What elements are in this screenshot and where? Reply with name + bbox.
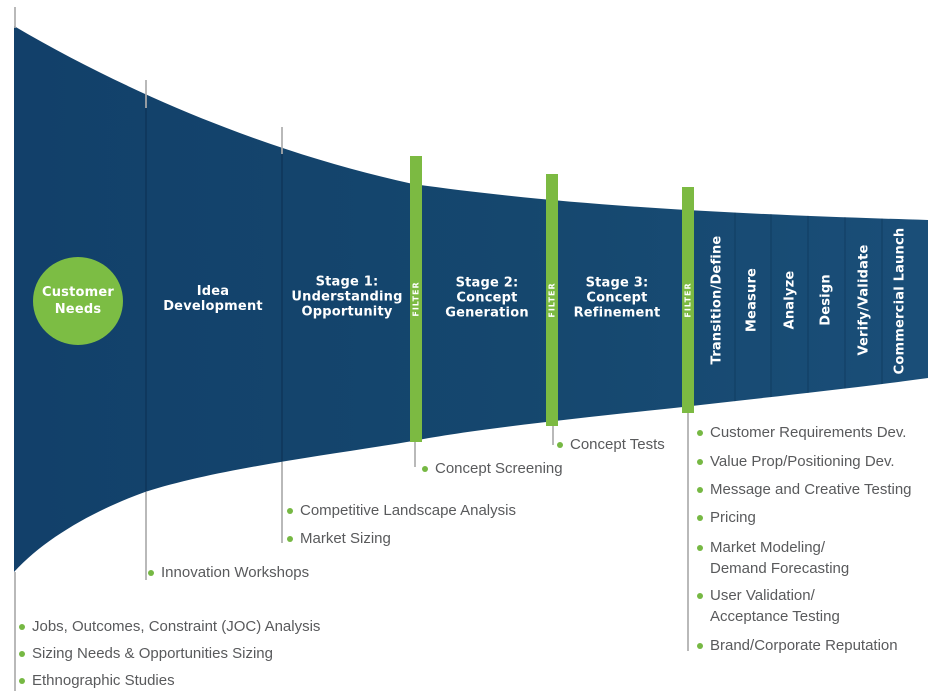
method-item-brand-corporate-reputation: Brand/Corporate Reputation bbox=[697, 635, 898, 656]
filter-bar-3: FILTER bbox=[682, 187, 694, 413]
divider-line-idea-top bbox=[145, 80, 147, 108]
stage-label-stage-3: Stage 3: Concept Refinement bbox=[573, 275, 661, 321]
phase-label-verify-validate: Verify/Validate bbox=[856, 244, 872, 356]
bullet-dot-icon bbox=[287, 536, 293, 542]
leader-line-stage3 bbox=[552, 426, 554, 445]
filter-bar-2: FILTER bbox=[546, 174, 558, 426]
bullet-dot-icon bbox=[422, 466, 428, 472]
method-item-value-prop-positioning-dev: Value Prop/Positioning Dev. bbox=[697, 451, 895, 472]
funnel-body bbox=[14, 26, 928, 572]
phase-label-transition-define: Transition/Define bbox=[709, 235, 725, 365]
filter-1-label: FILTER bbox=[411, 281, 421, 317]
method-item-market-modeling-demand-forecasting: Market Modeling/ Demand Forecasting bbox=[697, 537, 849, 579]
filter-3-label: FILTER bbox=[683, 282, 693, 318]
divider-line-stage1-top bbox=[281, 127, 283, 154]
method-item-concept-screening: Concept Screening bbox=[422, 458, 563, 479]
leader-line-stage1 bbox=[281, 462, 283, 543]
method-item-customer-requirements-dev: Customer Requirements Dev. bbox=[697, 422, 906, 443]
filter-bar-1: FILTER bbox=[410, 156, 422, 442]
bullet-dot-icon bbox=[19, 624, 25, 630]
bullet-dot-icon bbox=[19, 678, 25, 684]
bullet-dot-icon bbox=[287, 508, 293, 514]
bullet-dot-icon bbox=[697, 545, 703, 551]
method-item-innovation-workshops: Innovation Workshops bbox=[148, 562, 309, 583]
method-item-concept-tests: Concept Tests bbox=[557, 434, 665, 455]
phase-label-commercial-launch: Commercial Launch bbox=[892, 227, 908, 375]
phase-label-measure: Measure bbox=[744, 267, 760, 333]
leader-line-stage2 bbox=[414, 442, 416, 467]
bullet-dot-icon bbox=[557, 442, 563, 448]
bullet-dot-icon bbox=[697, 430, 703, 436]
stage-label-idea-development: Idea Development bbox=[163, 284, 263, 314]
bullet-dot-icon bbox=[697, 487, 703, 493]
divider-line-customer-needs-top bbox=[14, 7, 16, 28]
method-item-competitive-landscape-analysis: Competitive Landscape Analysis bbox=[287, 500, 516, 521]
customer-needs-label: Customer Needs bbox=[41, 285, 115, 317]
method-item-jobs-outcomes-constraint-analysis: Jobs, Outcomes, Constraint (JOC) Analysi… bbox=[19, 616, 320, 637]
bullet-dot-icon bbox=[148, 570, 154, 576]
method-item-pricing: Pricing bbox=[697, 507, 756, 528]
customer-needs-circle: Customer Needs bbox=[33, 257, 123, 345]
leader-line-customer-needs bbox=[14, 572, 16, 691]
segment-seams bbox=[145, 90, 883, 510]
bullet-dot-icon bbox=[697, 459, 703, 465]
bullet-dot-icon bbox=[697, 593, 703, 599]
method-item-message-and-creative-testing: Message and Creative Testing bbox=[697, 479, 912, 500]
method-item-market-sizing: Market Sizing bbox=[287, 528, 391, 549]
method-item-ethnographic-studies: Ethnographic Studies bbox=[19, 670, 175, 691]
phase-label-design: Design bbox=[818, 274, 834, 326]
method-item-user-validation-acceptance-testing: User Validation/ Acceptance Testing bbox=[697, 585, 840, 627]
bullet-dot-icon bbox=[19, 651, 25, 657]
method-item-sizing-needs-opportunities: Sizing Needs & Opportunities Sizing bbox=[19, 643, 273, 664]
stage-label-stage-2: Stage 2: Concept Generation bbox=[445, 275, 529, 321]
filter-2-label: FILTER bbox=[547, 282, 557, 318]
stage-label-stage-1: Stage 1: Understanding Opportunity bbox=[291, 274, 403, 320]
bullet-dot-icon bbox=[697, 515, 703, 521]
bullet-dot-icon bbox=[697, 643, 703, 649]
leader-line-launch bbox=[687, 413, 689, 651]
phase-label-analyze: Analyze bbox=[782, 270, 798, 330]
leader-line-idea-development bbox=[145, 492, 147, 580]
